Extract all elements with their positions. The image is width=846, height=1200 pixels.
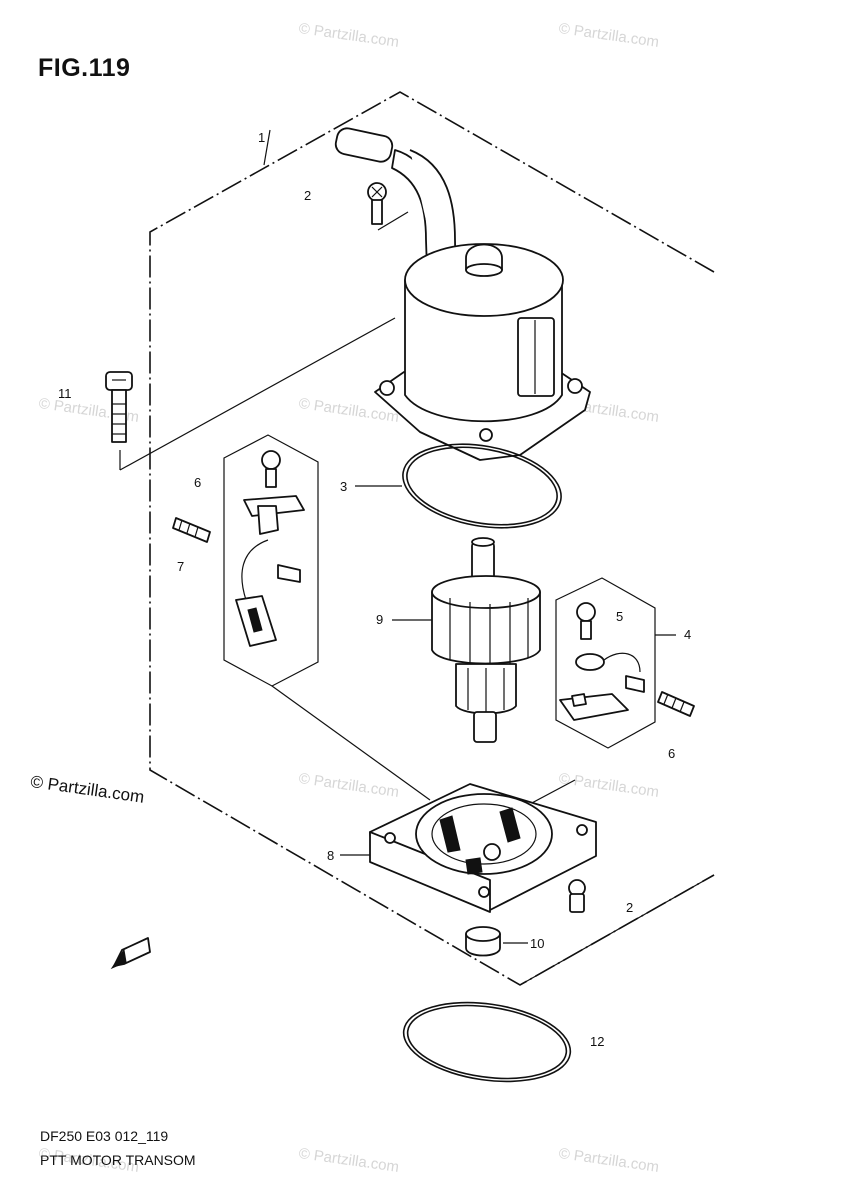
callout-8: 8 (327, 848, 334, 863)
motor-housing-part-1 (334, 127, 591, 461)
spring-part-6-left (172, 517, 211, 543)
screw-part-2-bottom (568, 879, 586, 913)
brush-holder-left (235, 450, 305, 647)
callout-5: 5 (616, 609, 623, 624)
armature-part-9 (431, 537, 541, 743)
callout-4: 4 (684, 627, 691, 642)
diagram-name: PTT MOTOR TRANSOM (40, 1152, 196, 1168)
brush-holder-right (559, 602, 645, 721)
brush-holder-box-left (223, 434, 319, 687)
leader-lines (119, 129, 715, 986)
callout-12: 12 (590, 1034, 604, 1049)
bolt-part-11 (105, 371, 133, 443)
figure-title: FIG.119 (38, 54, 131, 82)
brush-holder-box-right (555, 577, 656, 749)
forward-direction-arrow-icon (110, 937, 151, 970)
end-plate-part-8 (369, 783, 597, 913)
callout-2-bottom: 2 (626, 900, 633, 915)
bushing-part-10 (465, 926, 501, 957)
diagram-code: DF250 E03 012_119 (40, 1128, 169, 1144)
screw-part-2-top (367, 182, 387, 225)
callout-10: 10 (530, 936, 544, 951)
callout-9: 9 (376, 612, 383, 627)
callout-6-right: 6 (668, 746, 675, 761)
callout-labels: 1 2 11 3 6 7 9 5 4 6 8 2 10 12 (58, 130, 691, 1049)
callout-1: 1 (258, 130, 265, 145)
callout-3: 3 (340, 479, 347, 494)
callout-2-top: 2 (304, 188, 311, 203)
callout-6-left: 6 (194, 475, 201, 490)
callout-11: 11 (58, 386, 72, 401)
callout-7: 7 (177, 559, 184, 574)
o-ring-part-3 (402, 443, 562, 529)
o-ring-part-12 (402, 1001, 572, 1083)
spring-part-6-right (657, 691, 695, 717)
